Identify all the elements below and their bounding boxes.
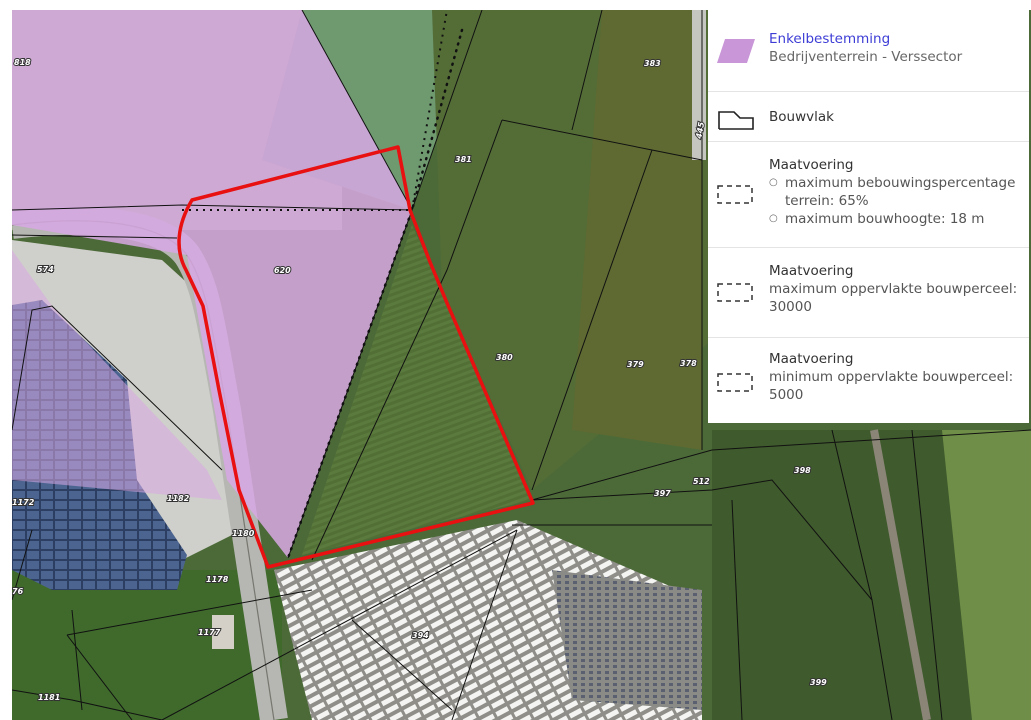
parcel-label: 512 [693,477,710,486]
parcel-label: 445 [694,121,706,140]
parcel-labels: 818 574 620 381 383 445 380 379 378 1172… [12,57,828,703]
parcel-label: 1182 [167,494,190,503]
shrubland [572,10,702,450]
legend-description: minimum oppervlakte bouwperceel: 5000 [769,369,1014,403]
parcel-label: 1172 [12,498,35,507]
legend-bullet: maximum bebouwingspercentage terrein: 65… [769,174,1023,210]
field-striped [302,225,532,555]
small-building [212,615,234,649]
dashed-rectangle-icon [717,373,753,392]
legend-description: maximum oppervlakte bouwperceel: 30000 [769,281,1018,315]
legend-title: Maatvoering [769,351,854,367]
legend-item-dimension-min-area[interactable]: Maatvoering minimum oppervlakte bouwperc… [708,338,1029,423]
legend-title: Maatvoering [769,263,854,279]
parcel-label: 1181 [38,693,60,702]
zoning-area-icon [717,39,755,63]
parcel-label: 381 [455,155,472,164]
parcel-label: 397 [654,489,671,498]
parcel-label: 383 [644,59,661,68]
parcel-label: 399 [810,678,827,687]
legend-item-dimension-percentage[interactable]: Maatvoering maximum bebouwingspercentage… [708,142,1029,248]
parcel-label: 1178 [206,575,229,584]
legend-item-building-plot[interactable]: Bouwvlak [708,92,1029,142]
green-bottom-left [12,570,282,720]
parcel-label: 620 [274,266,291,275]
parcel-label: 574 [37,265,54,274]
parcel-label: 380 [496,353,513,362]
field-far-right [942,430,1031,720]
legend-title: Maatvoering [769,157,854,173]
legend-title: Bouwvlak [769,109,834,125]
railway [870,429,931,720]
plan-area-outline[interactable] [177,145,535,569]
legend-item-zoning[interactable]: Enkelbestemming Bedrijventerrein - Verss… [708,10,1029,92]
parcel-label: 394 [412,631,429,640]
legend-subtitle: Bedrijventerrein - Verssector [769,49,963,65]
building-plot-border-diagonal [286,28,464,560]
parcel-label: 379 [627,360,644,369]
building-plot-border [182,10,448,211]
map-legend: Enkelbestemming Bedrijventerrein - Verss… [708,10,1029,423]
dashed-rectangle-icon [717,185,753,204]
legend-title[interactable]: Enkelbestemming [769,31,891,47]
parcel-label: 378 [680,359,697,368]
legend-item-dimension-max-area[interactable]: Maatvoering maximum oppervlakte bouwperc… [708,248,1029,338]
parcel-label: 1180 [232,529,255,538]
zoning-area[interactable] [12,10,412,558]
car-parking [552,570,702,710]
dashed-rectangle-icon [717,283,753,302]
legend-bullet-list: maximum bebouwingspercentage terrein: 65… [769,174,1023,228]
parcel-label: 1177 [198,628,221,637]
zoning-area-lower[interactable] [12,250,222,500]
parcel-label: 398 [794,466,811,475]
building-plot-icon [718,111,754,130]
parcel-label: 818 [14,58,31,67]
legend-bullet: maximum bouwhoogte: 18 m [769,210,1023,228]
parcel-label: 76 [12,587,24,596]
